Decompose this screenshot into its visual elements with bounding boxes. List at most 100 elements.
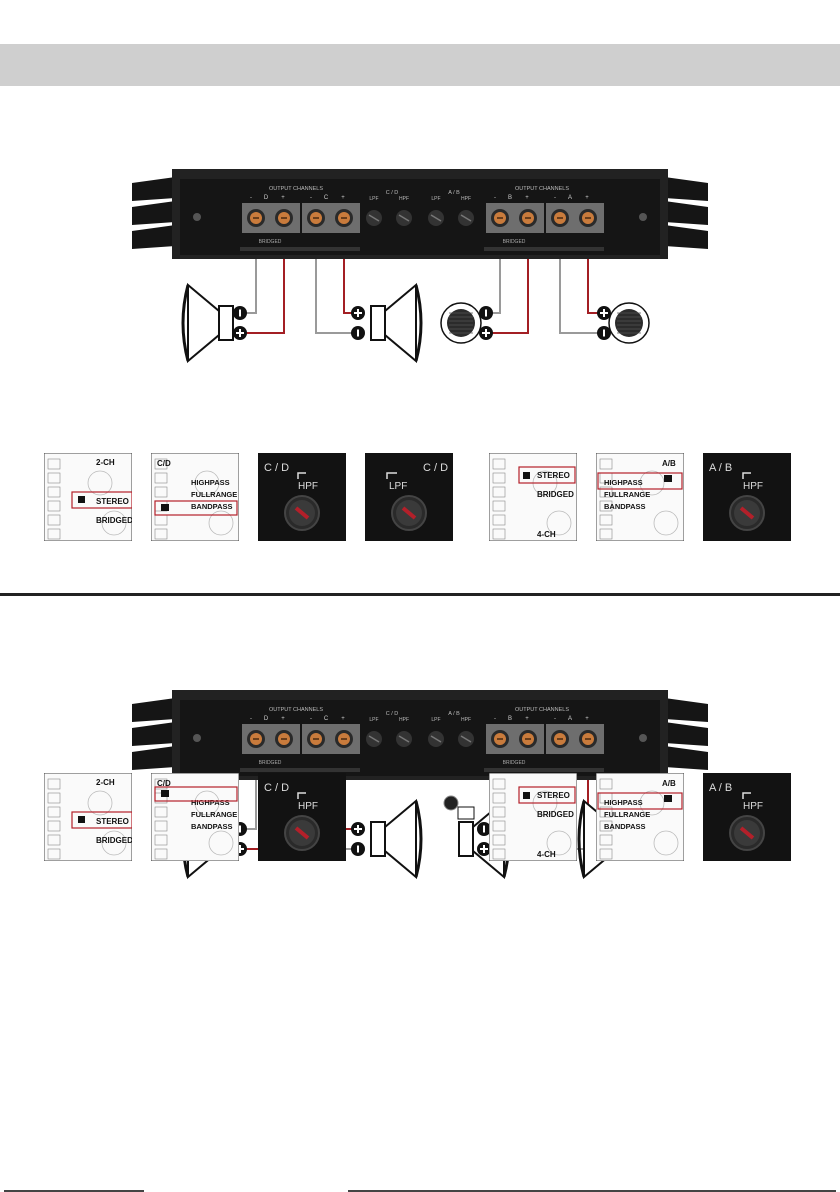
output-channels-label: OUTPUT CHANNELS — [269, 186, 323, 192]
pcb-trace — [599, 834, 613, 846]
switch-position — [664, 795, 672, 802]
fullrange-label: FULLRANGE — [604, 810, 650, 819]
speaker-surround — [577, 800, 586, 878]
highlight-box — [154, 500, 238, 516]
pot-group-label: A / B — [448, 711, 460, 717]
pot-lpf-label: LPF — [431, 196, 440, 202]
tweeter-speaker — [608, 302, 650, 344]
pcb-pad — [87, 790, 113, 816]
knob-group-label: C / D — [264, 782, 289, 794]
stereo-label: STEREO — [537, 471, 570, 480]
knob-arrow — [294, 826, 310, 840]
pcb-trace — [492, 514, 506, 526]
pcb-trace — [492, 500, 506, 512]
highlight-box — [518, 466, 576, 484]
positive-wire — [486, 235, 529, 334]
footer-rule-right — [348, 1190, 836, 1192]
knob-group-label: C / D — [264, 462, 289, 474]
pcb-pad — [653, 830, 679, 856]
pcb-trace — [47, 500, 61, 512]
pcb-trace — [492, 528, 506, 540]
pcb-pad — [208, 830, 234, 856]
slot-vent — [240, 768, 360, 772]
pcb-trace — [599, 500, 613, 512]
channel-label: D — [264, 195, 269, 201]
pcb-trace — [47, 820, 61, 832]
pot-hpf-label: HPF — [461, 717, 471, 723]
terminal-minus-label: - — [250, 716, 252, 722]
speaker-surround — [414, 800, 423, 878]
switch-position — [78, 816, 85, 823]
speaker-cone — [187, 282, 220, 364]
highlight-box — [71, 811, 132, 829]
pot-slot — [368, 214, 380, 222]
hpf-label: HPF — [298, 481, 318, 492]
bridged-label: BRIDGED — [96, 836, 132, 845]
pcb-trace — [47, 778, 61, 790]
terminal-plus-label: + — [281, 716, 285, 722]
pcb-trace — [47, 486, 61, 498]
pcb-trace — [599, 514, 613, 526]
speaker-surround — [181, 284, 190, 362]
switch-position — [161, 504, 169, 511]
positive-wire — [240, 235, 285, 334]
channel-label: B — [508, 716, 512, 722]
pcb-trace — [492, 778, 506, 790]
pot-slot — [460, 735, 472, 743]
section-divider — [0, 593, 840, 596]
terminal-minus-label: - — [554, 716, 556, 722]
pcb-trace — [47, 806, 61, 818]
slot-vent — [240, 247, 360, 251]
pcb-trace — [599, 806, 613, 818]
woofer-speaker — [370, 282, 423, 364]
pot-lpf-label: LPF — [369, 196, 378, 202]
bandpass-label: BANDPASS — [191, 822, 233, 831]
negative-wire — [315, 235, 358, 334]
pcb-trace — [47, 848, 61, 860]
terminal-minus-label: - — [250, 195, 252, 201]
pcb-trace — [47, 834, 61, 846]
panel-screw — [639, 213, 647, 221]
pcb-trace — [47, 792, 61, 804]
terminal-plus-label: + — [341, 716, 345, 722]
pcb-trace — [492, 848, 506, 860]
terminal-minus-label: - — [310, 716, 312, 722]
lpf-label: LPF — [389, 481, 407, 492]
pcb-trace — [47, 472, 61, 484]
speaker-magnet — [370, 305, 386, 341]
wiring-section-1 — [181, 235, 650, 364]
pot-slot — [368, 735, 380, 743]
cd-label: C/D — [157, 779, 171, 788]
pcb-trace — [492, 834, 506, 846]
panel-screw — [193, 734, 201, 742]
pcb-pad — [87, 470, 113, 496]
pot-slot — [460, 214, 472, 222]
pot-hpf-label: HPF — [399, 717, 409, 723]
hpf-bracket — [297, 472, 306, 479]
highpass-label: HIGHPASS — [604, 798, 643, 807]
ab-label: A/B — [662, 459, 676, 468]
switch-position — [523, 792, 530, 799]
pcb-pad — [639, 470, 665, 496]
tweeter-dome — [447, 309, 475, 337]
pcb-pad — [194, 470, 220, 496]
pcb-trace — [154, 486, 168, 498]
speaker-cone — [384, 798, 417, 880]
terminal-minus-label: - — [494, 716, 496, 722]
channel-label: D — [264, 716, 269, 722]
pcb-pad — [653, 510, 679, 536]
four-ch-label: 4-CH — [537, 530, 556, 539]
bridged-label: BRIDGED — [537, 810, 574, 819]
pcb-trace — [47, 458, 61, 470]
fullrange-label: FULLRANGE — [191, 810, 237, 819]
highlight-box — [597, 792, 683, 810]
pcb-trace — [154, 834, 168, 846]
tweeter-speaker — [440, 302, 482, 344]
pcb-pad — [639, 790, 665, 816]
pcb-trace — [154, 458, 168, 470]
pcb-pad — [194, 790, 220, 816]
